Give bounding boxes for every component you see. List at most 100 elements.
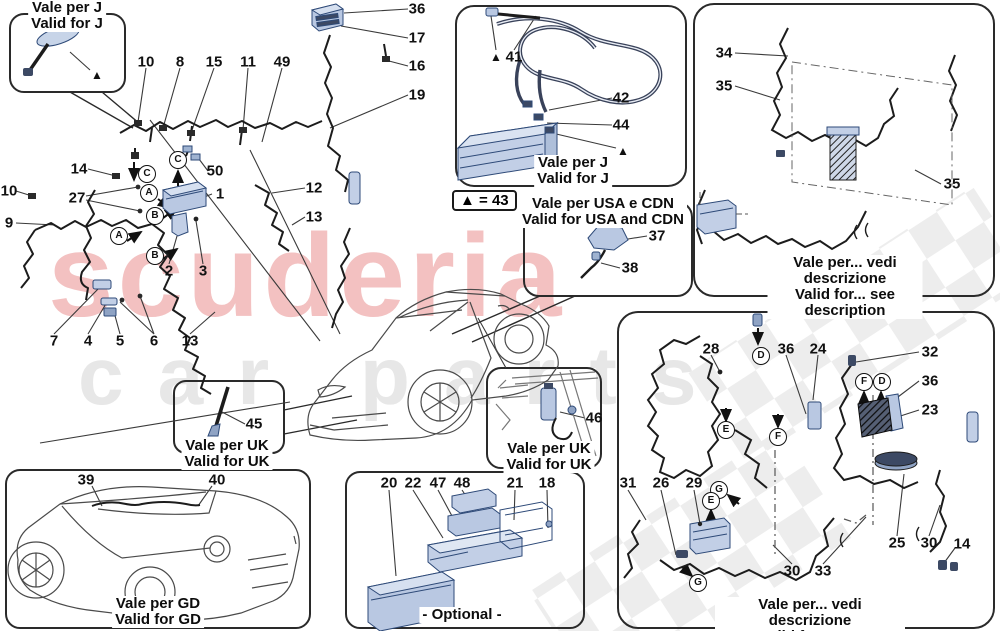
callout-15: 15 xyxy=(205,53,223,71)
callout-32: 32 xyxy=(921,343,939,361)
callout-36: 36 xyxy=(921,372,939,390)
callout-18: 18 xyxy=(538,474,556,492)
callout-13: 13 xyxy=(305,208,323,226)
callout-26: 26 xyxy=(652,474,670,492)
callout-14: 14 xyxy=(953,535,971,553)
callout-17: 17 xyxy=(408,29,426,47)
rub-strip-part-2 xyxy=(966,411,979,443)
callout-4: 4 xyxy=(83,332,93,350)
box-title-optional: - Optional - xyxy=(419,607,505,623)
callout-10: 10 xyxy=(0,182,18,200)
callout-39: 39 xyxy=(77,471,95,489)
callout-33: 33 xyxy=(814,562,832,580)
callout-14: 14 xyxy=(70,160,88,178)
callout-28: 28 xyxy=(702,340,720,358)
callout-21: 21 xyxy=(506,474,524,492)
usa-fin-antenna-part xyxy=(580,223,629,279)
callout-11: 11 xyxy=(240,53,256,71)
callout-5: 5 xyxy=(115,332,125,350)
watermark-sub: car parts xyxy=(78,331,731,422)
callout-13: 13 xyxy=(181,332,199,350)
callout-48: 48 xyxy=(453,474,471,492)
callout-8: 8 xyxy=(175,53,185,71)
triangle-marker: ▲ xyxy=(91,68,103,82)
circled-letter-B: B xyxy=(146,247,164,265)
callout-25: 25 xyxy=(888,534,906,552)
callout-37: 37 xyxy=(648,227,666,245)
circled-letter-C: C xyxy=(169,151,187,169)
callout-3: 3 xyxy=(198,262,208,280)
circled-letter-D: D xyxy=(873,373,891,391)
callout-44: 44 xyxy=(612,116,630,134)
callout-50: 50 xyxy=(206,162,224,180)
car-rear-three-quarter xyxy=(7,486,300,621)
callout-38: 38 xyxy=(621,259,639,277)
callout-9: 9 xyxy=(4,214,14,232)
callout-7: 7 xyxy=(49,332,59,350)
callout-24: 24 xyxy=(809,340,827,358)
circled-letter-B: B xyxy=(146,207,164,225)
circled-letter-E: E xyxy=(717,421,735,439)
box-valid-for-gd xyxy=(5,469,311,629)
rub-strip-part xyxy=(348,171,361,205)
callout-31: 31 xyxy=(619,474,637,492)
triangle-legend: ▲ = 43 xyxy=(452,190,517,211)
triangle-marker: ▲ xyxy=(617,144,629,158)
callout-16: 16 xyxy=(408,57,426,75)
connector-parts xyxy=(28,56,390,317)
callout-30: 30 xyxy=(783,562,801,580)
main-harness xyxy=(20,34,387,395)
callout-35: 35 xyxy=(943,175,961,193)
callout-30: 30 xyxy=(920,534,938,552)
callout-6: 6 xyxy=(149,332,159,350)
callout-35: 35 xyxy=(715,77,733,95)
callout-46: 46 xyxy=(585,409,603,427)
triangle-marker: ▲ xyxy=(490,50,502,64)
callout-41: 41 xyxy=(505,48,523,66)
nav-ecu-part xyxy=(161,145,208,237)
right-top-harness xyxy=(695,27,959,251)
j-harness xyxy=(496,16,663,113)
right-top-ecu-part xyxy=(696,126,860,235)
callout-20: 20 xyxy=(380,474,398,492)
uk-amplifier-part xyxy=(495,369,599,463)
callout-36: 36 xyxy=(408,0,426,18)
callout-23: 23 xyxy=(921,401,939,419)
optional-head-unit-part xyxy=(366,488,553,631)
box-optional xyxy=(345,471,585,629)
callout-27: 27 xyxy=(68,189,86,207)
circled-letter-D: D xyxy=(752,347,770,365)
callout-10: 10 xyxy=(137,53,155,71)
car-front-three-quarter xyxy=(307,288,559,442)
callout-29: 29 xyxy=(685,474,703,492)
callout-34: 34 xyxy=(715,44,733,62)
right-bottom-parts xyxy=(676,313,958,571)
circled-letter-C: C xyxy=(138,165,156,183)
circled-letter-E: E xyxy=(702,492,720,510)
callout-36: 36 xyxy=(777,340,795,358)
callout-1: 1 xyxy=(215,185,225,203)
circled-letter-A: A xyxy=(110,227,128,245)
circled-letter-G: G xyxy=(689,574,707,592)
callout-2: 2 xyxy=(164,262,174,280)
callout-40: 40 xyxy=(208,471,226,489)
callout-42: 42 xyxy=(612,89,630,107)
speaker-module-part xyxy=(310,3,345,32)
callout-12: 12 xyxy=(305,179,323,197)
callout-45: 45 xyxy=(245,415,263,433)
circled-letter-F: F xyxy=(855,373,873,391)
box-pointer-tails xyxy=(69,91,576,435)
circled-letter-F: F xyxy=(769,428,787,446)
uk-rod-antenna-part xyxy=(207,386,230,437)
callout-49: 49 xyxy=(273,53,291,71)
callout-22: 22 xyxy=(404,474,422,492)
callout-19: 19 xyxy=(408,86,426,104)
